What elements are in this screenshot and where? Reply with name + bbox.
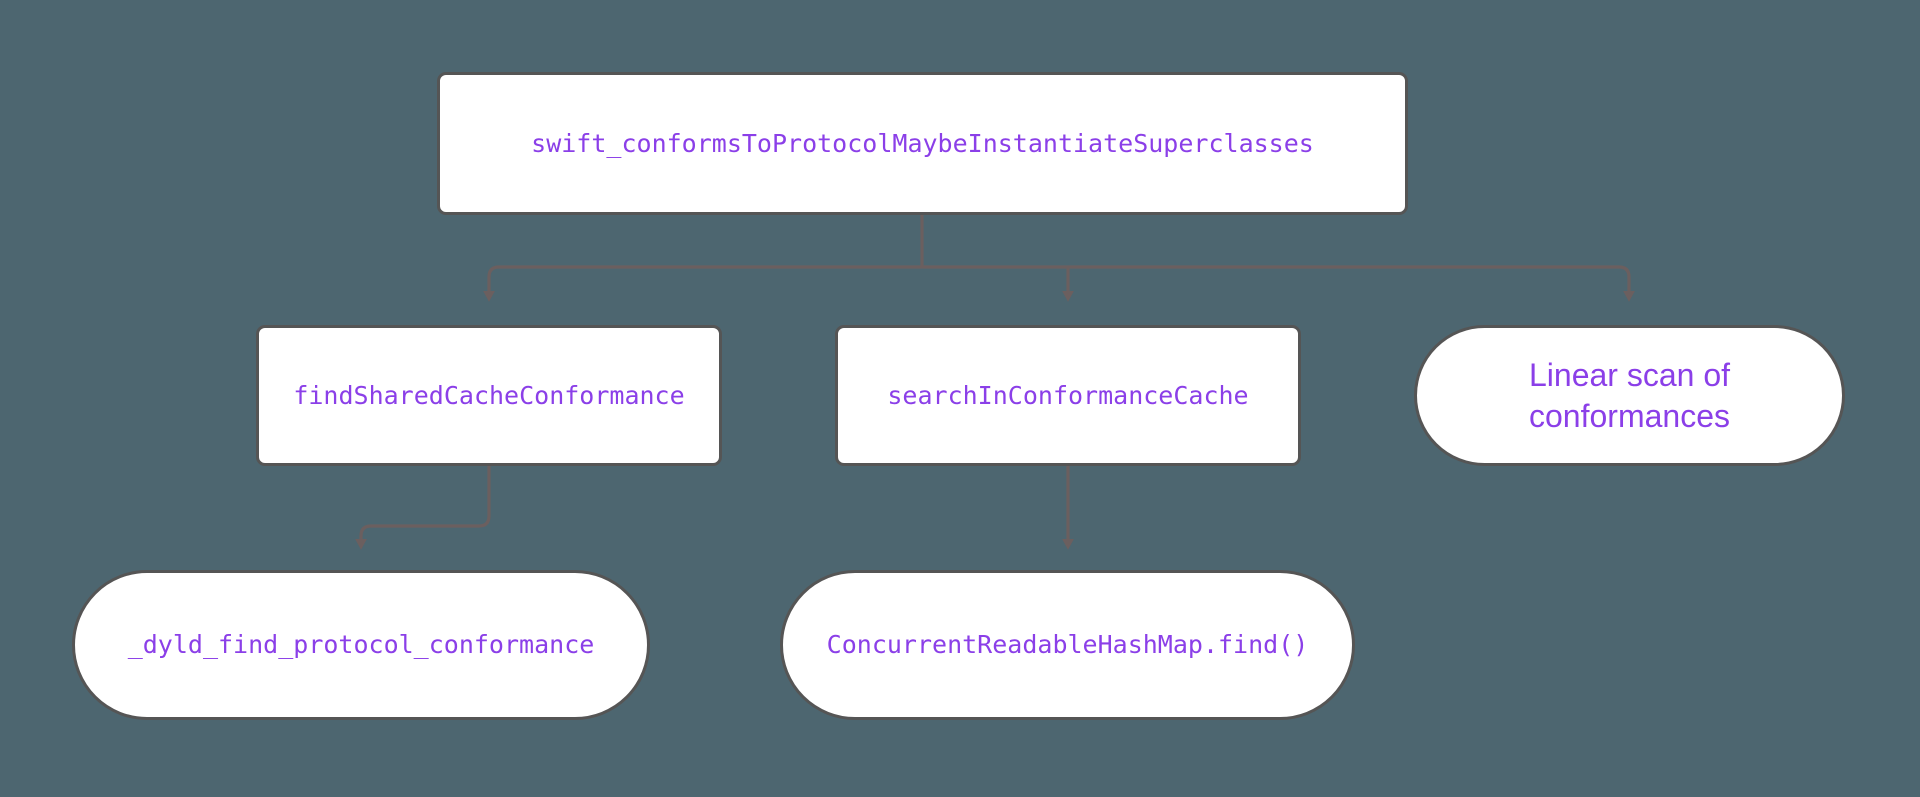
node-label-root: swift_conformsToProtocolMaybeInstantiate…	[531, 128, 1314, 158]
node-label-findshared: findSharedCacheConformance	[293, 380, 685, 410]
edge-findshared-to-dyldfind	[355, 466, 491, 550]
node-search-in-conformance-cache[interactable]: searchInConformanceCache	[835, 325, 1301, 466]
node-find-shared-cache-conformance[interactable]: findSharedCacheConformance	[256, 325, 722, 466]
edge-root-to-linearscan	[922, 265, 1635, 302]
node-label-dyldfind: _dyld_find_protocol_conformance	[127, 630, 595, 659]
node-label-linearscan: Linear scan of conformances	[1528, 356, 1730, 434]
node-label-searchcache: searchInConformanceCache	[887, 380, 1249, 410]
node-linear-scan-of-conformances[interactable]: Linear scan of conformances	[1414, 325, 1845, 466]
node-dyld-find-protocol-conformance[interactable]: _dyld_find_protocol_conformance	[72, 570, 650, 720]
node-concurrent-readable-hashmap-find[interactable]: ConcurrentReadableHashMap.find()	[780, 570, 1355, 720]
edge-root-to-findshared	[483, 265, 922, 302]
node-swift-conforms-to-protocol[interactable]: swift_conformsToProtocolMaybeInstantiate…	[437, 72, 1408, 215]
node-label-hashmapfind: ConcurrentReadableHashMap.find()	[826, 630, 1309, 659]
